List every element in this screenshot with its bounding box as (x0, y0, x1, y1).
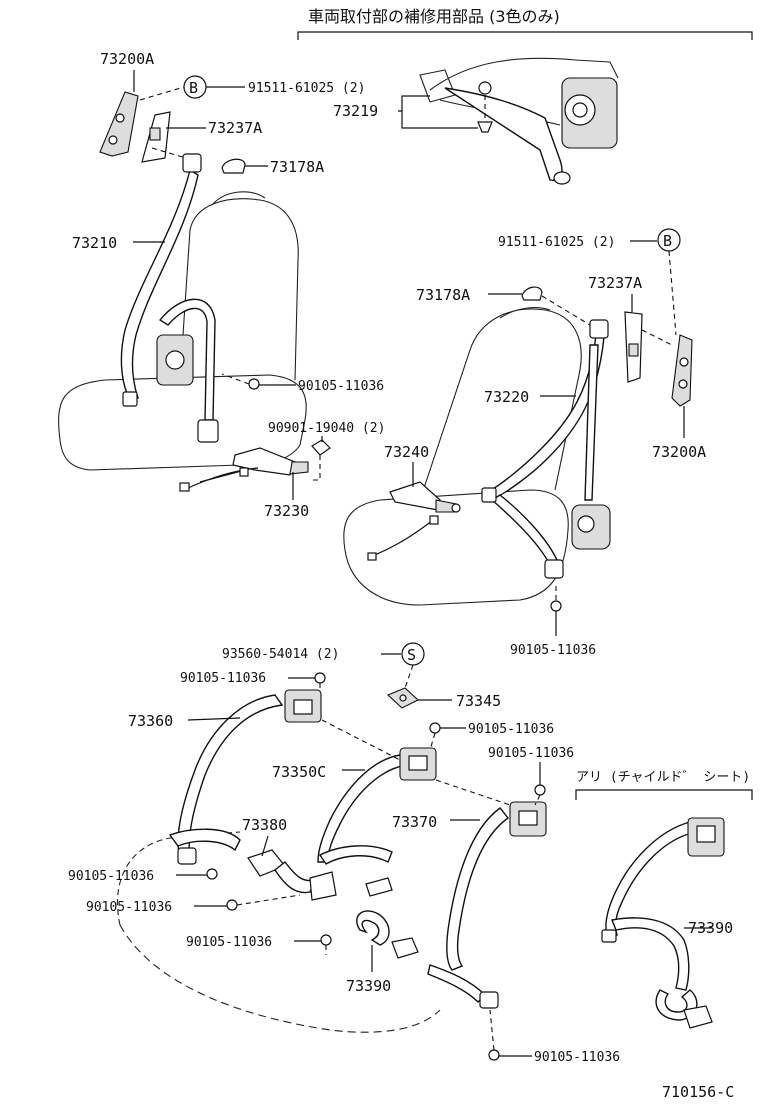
label-73237a-right: 73237A (588, 274, 642, 292)
header-bracket (297, 31, 753, 40)
label-73345: 73345 (456, 692, 501, 710)
buckle-73240 (367, 481, 461, 561)
label-90105-c: 90105-11036 (180, 671, 266, 686)
label-90105-d: 90105-11036 (468, 722, 554, 737)
label-73178a-top: 73178A (270, 158, 324, 176)
seat-belt-73220-assembly (481, 319, 611, 579)
option-bracket (575, 789, 753, 800)
label-91511-top: 91511-61025 (2) (248, 81, 365, 96)
symbol-b-right-text: B (663, 232, 672, 250)
label-73178a-right: 73178A (416, 286, 470, 304)
leader-b-top-plate (139, 86, 185, 101)
front-seat-right (343, 307, 582, 606)
anchor-illustration-73219 (419, 57, 619, 185)
rear-seat (116, 831, 441, 1033)
label-73219: 73219 (333, 102, 378, 120)
label-73380: 73380 (242, 816, 287, 834)
symbol-s-text: S (407, 646, 416, 664)
label-90105-i: 90105-11036 (534, 1050, 620, 1065)
cover-73237a-right (624, 311, 643, 383)
label-90105-e: 90105-11036 (488, 746, 574, 761)
label-93560: 93560-54014 (2) (222, 647, 339, 662)
header-section: 車両取付部の補修用部品 (3色のみ) (297, 7, 753, 40)
label-73390-center: 73390 (346, 977, 391, 995)
label-90105-a: 90105-11036 (298, 379, 384, 394)
label-90105-g: 90105-11036 (86, 900, 172, 915)
label-90105-b: 90105-11036 (510, 643, 596, 658)
rear-bolts (206, 672, 546, 1061)
option-header: アリ (チャイルド゛ シート) (576, 770, 750, 785)
dash-73237a-plate (641, 329, 673, 346)
leader-73219-a (398, 95, 430, 112)
seat-belt-73350c-assembly (317, 747, 437, 865)
label-73210: 73210 (72, 234, 117, 252)
buckle-73230 (179, 447, 309, 492)
cover-73237a-top (141, 111, 171, 163)
leader-73360 (187, 717, 241, 721)
label-73240: 73240 (384, 443, 429, 461)
seat-belt-73370-assembly (427, 801, 547, 1009)
leader-b-right-plate (668, 250, 677, 336)
anchor-plate-73200a-right (671, 334, 693, 407)
label-90901: 90901-19040 (2) (268, 421, 385, 436)
leader-73219-b (401, 111, 478, 129)
bolt-90105-b (550, 582, 562, 612)
label-73237a-top: 73237A (208, 119, 262, 137)
label-73200a-top: 73200A (100, 50, 154, 68)
child-seat-belt-73390 (601, 817, 725, 1029)
leader-73380 (261, 835, 269, 857)
bolt-90105-a (221, 373, 260, 390)
dash-73360-73350c (321, 719, 401, 761)
front-seat-left (58, 191, 307, 471)
label-90105-f: 90105-11036 (68, 869, 154, 884)
label-73370: 73370 (392, 813, 437, 831)
buckle-73390-center (356, 877, 419, 959)
diagram-code: 710156-C (662, 1083, 734, 1101)
buckle-73380 (247, 849, 337, 901)
cap-73178a-top (221, 158, 246, 174)
label-90105-h: 90105-11036 (186, 935, 272, 950)
label-73200a-right: 73200A (652, 443, 706, 461)
label-73350c: 73350C (272, 763, 326, 781)
label-91511-right: 91511-61025 (2) (498, 235, 615, 250)
symbol-b-top-text: B (189, 79, 198, 97)
dash-73178a-anchor (541, 295, 591, 326)
label-73220: 73220 (484, 388, 529, 406)
label-73360: 73360 (128, 712, 173, 730)
bolt-90901-left (311, 439, 331, 481)
seat-belt-73210-assembly (120, 153, 219, 443)
anchor-plate-73200a-top (99, 91, 139, 157)
dash-s-73345 (404, 664, 414, 689)
label-73390-right: 73390 (688, 919, 733, 937)
dash-73350c-73370 (435, 779, 511, 806)
label-73230: 73230 (264, 502, 309, 520)
anchor-73345 (386, 687, 419, 709)
cap-73178a-right (521, 286, 543, 301)
dash-73237a-anchor (151, 147, 187, 159)
seat-belt-73360-assembly (168, 689, 322, 865)
header-title: 車両取付部の補修用部品 (3色のみ) (308, 7, 560, 26)
